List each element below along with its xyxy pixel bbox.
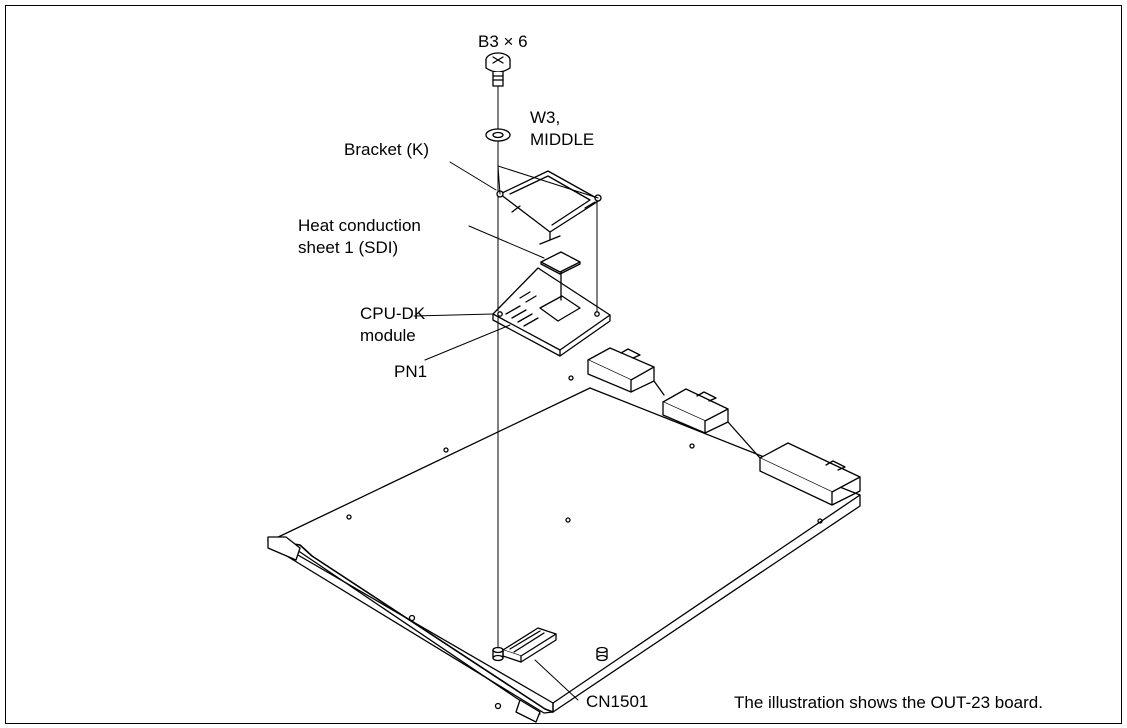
leader-lines [413,161,579,701]
washer-label-line1: W3, [530,108,561,127]
screw-label: B3 × 6 [478,32,528,51]
caption: The illustration shows the OUT-23 board. [734,693,1043,712]
pn1-label: PN1 [394,362,428,381]
board-connectors [587,347,861,506]
bracket-label: Bracket (K) [344,140,430,159]
cn1501-label: CN1501 [586,692,649,711]
cpu-dk-module [492,267,611,357]
standoffs [492,646,608,662]
heat-sheet-label-line1: Heat conduction [298,216,421,235]
bracket-k [496,170,602,245]
washer-label-line2: MIDDLE [530,130,595,149]
washer-w3 [485,128,511,142]
module-label-line1: CPU-DK [360,304,426,323]
cn1501-connector [502,627,557,663]
main-board [267,375,861,723]
assembly-lines [497,85,599,649]
heat-sheet-label-line2: sheet 1 (SDI) [298,238,399,257]
heat-conduction-sheet [540,251,581,301]
module-label-line2: module [360,326,416,345]
screw-b3x6 [485,52,511,87]
